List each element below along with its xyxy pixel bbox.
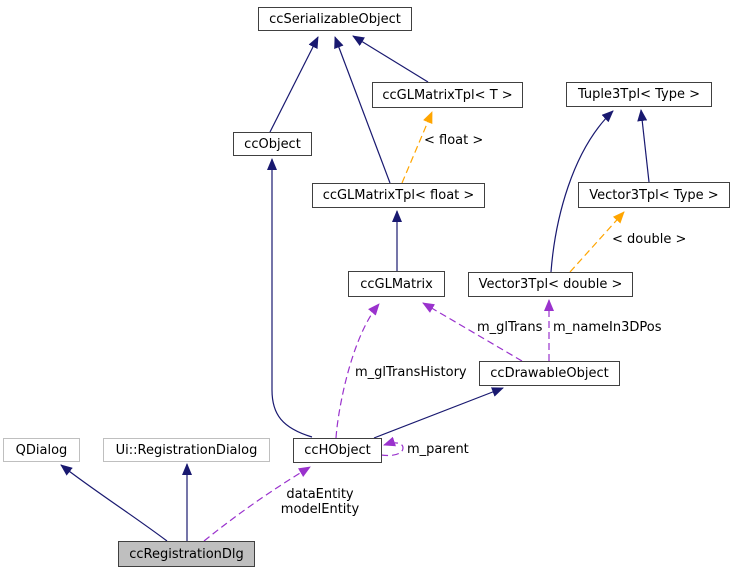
node-ccglmatrixtpl-t[interactable]: ccGLMatrixTpl< T >: [372, 82, 523, 108]
edge-template-vector3tpl-double: [569, 211, 625, 273]
edge-label-m-parent: m_parent: [407, 442, 469, 457]
edge-label-m-gltranshistory: m_glTransHistory: [355, 365, 467, 380]
node-vector3tpl-double[interactable]: Vector3Tpl< double >: [468, 272, 633, 297]
edge-label-dataentity: dataEntity: [286, 487, 354, 502]
edge-label-dataentity-modelentity: dataEntity modelEntity: [275, 487, 365, 517]
node-qdialog[interactable]: QDialog: [3, 438, 80, 462]
edge-vector3tpl-type-to-tuple3tpl: [637, 109, 650, 183]
edge-usage-dataentity-modelentity: [203, 466, 311, 542]
edge-cchobject-to-ccobject: [267, 158, 313, 438]
node-ccobject[interactable]: ccObject: [233, 132, 312, 156]
node-ccregistrationdlg-selected: ccRegistrationDlg: [118, 541, 255, 567]
edge-label-modelentity: modelEntity: [280, 502, 360, 517]
node-cchobject[interactable]: ccHObject: [293, 438, 382, 463]
edge-label-template-double: < double >: [612, 232, 687, 247]
node-tuple3tpl-type[interactable]: Tuple3Tpl< Type >: [566, 82, 712, 107]
edge-label-m-namein3dpos: m_nameIn3DPos: [553, 320, 662, 335]
edge-usage-m-gltranshistory: [335, 303, 380, 439]
edge-template-ccglmatrixtpl-float: [401, 111, 433, 184]
node-ui-registrationdialog[interactable]: Ui::RegistrationDialog: [103, 438, 270, 462]
edge-ccobject-to-ccserializableobject: [269, 36, 319, 133]
node-ccglmatrix[interactable]: ccGLMatrix: [348, 271, 445, 297]
node-ccglmatrixtpl-float[interactable]: ccGLMatrixTpl< float >: [312, 183, 485, 208]
node-ccdrawableobject[interactable]: ccDrawableObject: [479, 361, 620, 386]
edge-ccglmatrixtpl-t-to-ccserializableobject: [352, 35, 429, 83]
node-vector3tpl-type[interactable]: Vector3Tpl< Type >: [578, 182, 730, 208]
edge-label-template-float: < float >: [424, 133, 484, 148]
edge-vector3tpl-double-to-tuple3tpl: [550, 110, 614, 273]
edge-ccglmatrixtpl-float-to-ccserializableobject: [334, 36, 391, 184]
node-ccserializableobject[interactable]: ccSerializableObject: [258, 7, 412, 31]
edge-ccregistrationdlg-to-qdialog: [60, 464, 168, 542]
edge-usage-m-parent-self-loop: [380, 436, 404, 457]
edge-cchobject-to-ccdrawableobject: [373, 387, 504, 439]
edge-label-m-gltrans: m_glTrans: [477, 320, 543, 335]
edge-usage-m-gltrans: [422, 302, 523, 362]
